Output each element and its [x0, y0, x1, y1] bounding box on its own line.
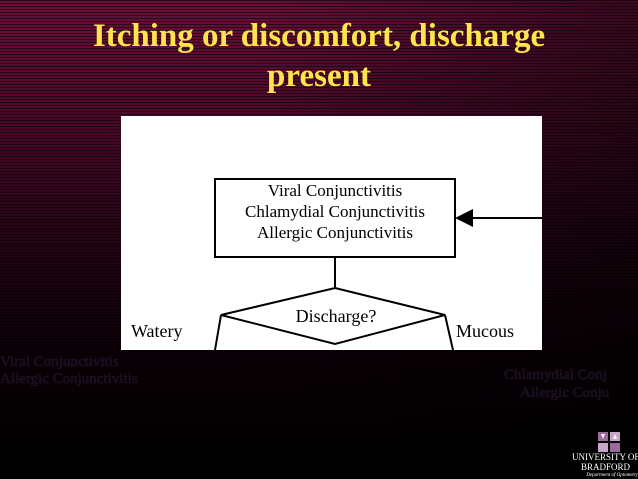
flowchart-lines [214, 178, 542, 350]
branch-label-watery: Watery [131, 321, 183, 341]
right-outcome-line-1: Chlamydial Conj [504, 367, 607, 383]
diagnosis-allergic: Allergic Conjunctivitis [257, 223, 413, 242]
left-outcome-line-1: Viral Conjunctivitis [0, 354, 119, 370]
right-outcome-line-2: Allergic Conju [520, 385, 610, 401]
diagnosis-viral: Viral Conjunctivitis [267, 181, 403, 200]
crest-icon [598, 432, 620, 452]
decision-diamond [220, 286, 446, 346]
logo-line-2: BRADFORD [580, 462, 630, 472]
logo-line-1: UNIVERSITY OF [572, 452, 638, 462]
branch-label-mucous: Mucous [456, 321, 514, 341]
slide-title: Itching or discomfort, discharge present [40, 16, 598, 96]
title-line-2: present [267, 58, 371, 94]
logo-text: UNIVERSITY OF BRADFORD Department of Opt… [572, 452, 638, 479]
diagnosis-box-text: Viral Conjunctivitis Chlamydial Conjunct… [215, 180, 455, 256]
university-logo: UNIVERSITY OF BRADFORD Department of Opt… [572, 430, 638, 478]
decision-label: Discharge? [295, 306, 377, 326]
diagnosis-chlamydial: Chlamydial Conjunctivitis [245, 202, 425, 221]
left-branch-line [214, 314, 222, 350]
left-outcome-line-2: Allergic Conjunctivitis [0, 371, 138, 387]
right-outcome-text: Chlamydial Conj Allergic Conju [504, 366, 638, 402]
logo-line-3: Department of Optometry [586, 473, 638, 478]
flowchart-panel: Viral Conjunctivitis Chlamydial Conjunct… [121, 116, 542, 350]
title-line-1: Itching or discomfort, discharge [92, 18, 546, 54]
right-branch-line [444, 314, 454, 350]
left-outcome-text: Viral Conjunctivitis Allergic Conjunctiv… [0, 354, 138, 388]
incoming-arrowhead [455, 209, 473, 227]
